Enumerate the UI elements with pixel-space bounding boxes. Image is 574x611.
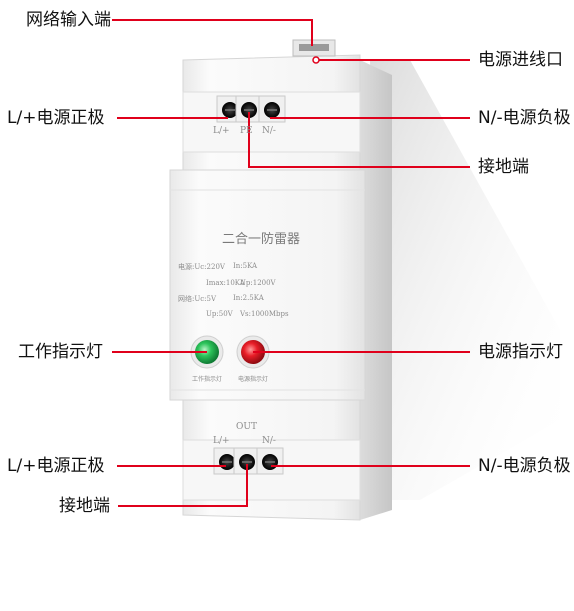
spec-net-uc: 网络:Uc:5V <box>178 295 217 303</box>
spec-power-in: In:5KA <box>233 262 258 270</box>
callout-endpoints <box>312 56 320 64</box>
red-led-label: 电源指示灯 <box>238 376 269 383</box>
callout-network-input: 网络输入端 <box>26 10 111 30</box>
callout-power-inlet: 电源进线口 <box>478 50 563 70</box>
out-label: OUT <box>236 422 257 432</box>
callout-line-bottom-ground <box>118 464 248 507</box>
device-side-face <box>360 60 392 520</box>
device-title: 二合一防雷器 <box>222 232 301 247</box>
bottom-l-terminal-label: L/+ <box>213 436 230 446</box>
callout-top-l-positive: L/+电源正极 <box>7 108 105 128</box>
top-n-terminal-label: N/- <box>262 126 276 136</box>
spec-net-in: In:2.5KA <box>233 294 264 302</box>
callout-power-indicator: 电源指示灯 <box>478 342 563 362</box>
callout-top-n-negative: N/-电源负极 <box>478 108 571 128</box>
spec-net-up: Up:50V <box>206 310 233 318</box>
callout-bottom-n-negative: N/-电源负极 <box>478 456 571 476</box>
callout-bottom-ground: 接地端 <box>59 496 110 516</box>
callout-line-top-ground <box>248 112 470 168</box>
spec-power-imax: Imax:10KA <box>206 279 245 287</box>
spec-power-uc: 电源:Uc:220V <box>178 263 225 271</box>
callout-work-indicator: 工作指示灯 <box>18 342 103 362</box>
callout-top-ground: 接地端 <box>478 157 529 177</box>
callout-line-network-input <box>112 19 313 46</box>
device-shadow <box>370 60 560 500</box>
top-pe-terminal-label: PE <box>240 126 253 136</box>
spec-net-vs: Vs:1000Mbps <box>240 310 289 318</box>
top-l-terminal-label: L/+ <box>213 126 230 136</box>
bottom-n-terminal-label: N/- <box>262 436 276 446</box>
callout-bottom-l-positive: L/+电源正极 <box>7 456 105 476</box>
callout-line-group <box>112 19 470 507</box>
green-led-label: 工作指示灯 <box>192 376 223 383</box>
spec-power-up: Up:1200V <box>240 279 276 287</box>
rj45-port-opening <box>299 44 329 51</box>
